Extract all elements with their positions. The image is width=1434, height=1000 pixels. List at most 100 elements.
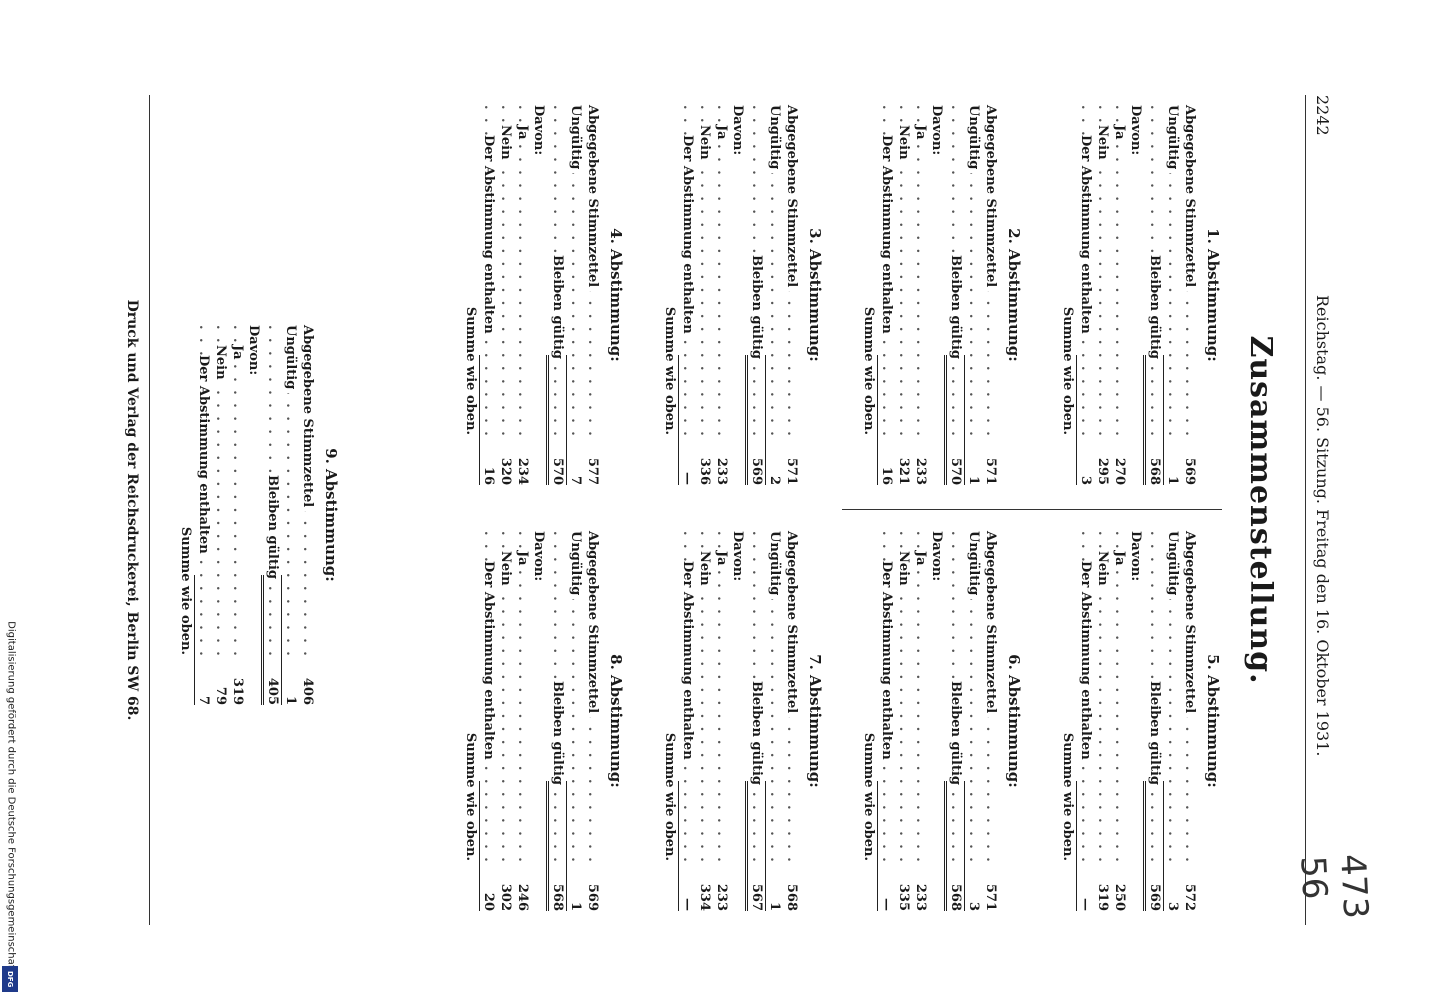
no-value: 321 [895,449,912,485]
valid-value: 568 [1146,449,1163,485]
column-divider [842,509,1222,510]
ballots-cast-value: 572 [1181,875,1198,911]
yes-label: Ja [912,125,929,144]
sum-note: Summe wie oben. [861,306,876,435]
ballots-cast-value: 569 [1181,449,1198,485]
yes-label: Ja [514,125,531,144]
ballots-cast: . . . . . . . . . . . . . . . . . . . . … [1181,531,1198,911]
yes-value: 270 [1111,449,1128,485]
valid: . . . . . . . . . . . . . . . . . . . . … [549,531,566,911]
abstained-label: Der Abstimmung enthalten [1077,135,1094,338]
valid-label: Bleiben gültig [947,681,964,789]
invalid-value: 1 [282,669,299,705]
valid-value: 567 [748,875,765,911]
yes-label: Ja [514,551,531,570]
no: . . . . . . . . . . . . . . . . . . . . … [1094,531,1111,911]
valid-label: Bleiben gültig [748,681,765,789]
dot-leader: . . . . . . . . . . . . . . . . . . . . … [714,531,729,871]
valid-value: 569 [1146,875,1163,911]
yes-value: 246 [514,875,531,911]
abstained-label: Der Abstimmung enthalten [1077,561,1094,764]
vote-heading: 6. Abstimmung: [1005,654,1023,788]
ballots-cast-label: Abgegebene Stimmzettel [1181,531,1198,718]
valid: . . . . . . . . . . . . . . . . . . . . … [748,531,765,911]
yes-value: 233 [713,449,730,485]
ballots-cast-value: 406 [299,669,316,705]
ballots-cast-label: Abgegebene Stimmzettel [783,531,800,718]
davon-label: Davon: [531,105,546,156]
valid-value: 568 [549,875,566,911]
invalid-label: Ungültig [965,105,982,174]
footer-rule [149,95,150,925]
ballots-cast-value: 571 [982,449,999,485]
dot-leader: . . . . . . . . . . . . . . . . . . . . … [230,325,245,665]
valid: . . . . . . . . . . . . . . . . . . . . … [748,105,765,485]
davon-label: Davon: [730,531,745,582]
ballots-cast-label: Abgegebene Stimmzettel [982,105,999,292]
abstained-label: Der Abstimmung enthalten [679,561,696,764]
ballots-cast-label: Abgegebene Stimmzettel [584,531,601,718]
bottom-column: 9. Abstimmung:. . . . . . . . . . . . . … [141,325,340,705]
abstained-label: Der Abstimmung enthalten [480,135,497,338]
invalid-value: 1 [766,875,783,911]
dot-leader: . . . . . . . . . . . . . . . . . . . . … [1112,105,1127,445]
abstained-label: Der Abstimmung enthalten [195,355,212,558]
yes-label: Ja [713,125,730,144]
ballots-cast-value: 568 [783,875,800,911]
invalid: . . . . . . . . . . . . . . . . . . . . … [965,531,982,911]
handwritten-mark: 473 56 [1292,852,1376,920]
abstained: . . . . . . . . . . . . . . . . . . . . … [679,531,696,911]
valid: . . . . . . . . . . . . . . . . . . . . … [549,105,566,485]
valid: . . . . . . . . . . . . . . . . . . . . … [264,325,281,705]
abstained-label: Der Abstimmung enthalten [679,135,696,338]
dot-leader: . . . . . . . . . . . . . . . . . . . . … [515,105,530,445]
davon-label: Davon: [929,105,944,156]
no-value: 320 [497,449,514,485]
no: . . . . . . . . . . . . . . . . . . . . … [696,105,713,485]
yes: . . . . . . . . . . . . . . . . . . . . … [1111,531,1128,911]
ballots-cast-label: Abgegebene Stimmzettel [982,531,999,718]
yes: . . . . . . . . . . . . . . . . . . . . … [713,531,730,911]
invalid: . . . . . . . . . . . . . . . . . . . . … [1164,105,1181,485]
document-page: 2242 Reichstag. — 56. Sitzung. Freitag d… [100,95,1376,925]
yes: . . . . . . . . . . . . . . . . . . . . … [912,105,929,485]
dot-leader: . . . . . . . . . . . . . . . . . . . . … [515,531,530,871]
davon-label: Davon: [246,325,261,376]
ballots-cast-label: Abgegebene Stimmzettel [584,105,601,292]
no-value: 319 [1094,875,1111,911]
digitization-credit: Digitalisierung gefördert durch die Deut… [0,0,22,1000]
vote-block: 5. Abstimmung:. . . . . . . . . . . . . … [1059,531,1222,911]
invalid-value: 3 [965,875,982,911]
no-label: Nein [497,551,514,590]
ballots-cast-value: 571 [982,875,999,911]
header-rule [1305,95,1306,925]
ballots-cast: . . . . . . . . . . . . . . . . . . . . … [584,531,601,911]
yes: . . . . . . . . . . . . . . . . . . . . … [713,105,730,485]
valid-label: Bleiben gültig [264,475,281,583]
ballots-cast-value: 571 [783,449,800,485]
dfg-logo: DFG [2,966,18,992]
yes: . . . . . . . . . . . . . . . . . . . . … [229,325,246,705]
invalid: . . . . . . . . . . . . . . . . . . . . … [567,531,584,911]
davon-label: Davon: [929,531,944,582]
ballots-cast: . . . . . . . . . . . . . . . . . . . . … [1181,105,1198,485]
davon-label: Davon: [730,105,745,156]
yes: . . . . . . . . . . . . . . . . . . . . … [1111,105,1128,485]
abstained-value: 16 [480,449,497,485]
dot-leader: . . . . . . . . . . . . . . . . . . . . … [714,105,729,445]
yes: . . . . . . . . . . . . . . . . . . . . … [514,105,531,485]
sum-note: Summe wie oben. [463,732,478,861]
valid-label: Bleiben gültig [1146,255,1163,363]
no-label: Nein [895,551,912,590]
invalid-label: Ungültig [1164,105,1181,174]
yes-value: 233 [713,875,730,911]
left-column: 1. Abstimmung:. . . . . . . . . . . . . … [426,105,1222,485]
abstained: . . . . . . . . . . . . . . . . . . . . … [878,105,895,485]
yes-label: Ja [912,551,929,570]
no-label: Nein [497,125,514,164]
valid: . . . . . . . . . . . . . . . . . . . . … [947,105,964,485]
yes-value: 250 [1111,875,1128,911]
no-value: 302 [497,875,514,911]
abstained-label: Der Abstimmung enthalten [878,561,895,764]
abstained-value: — [679,449,696,485]
